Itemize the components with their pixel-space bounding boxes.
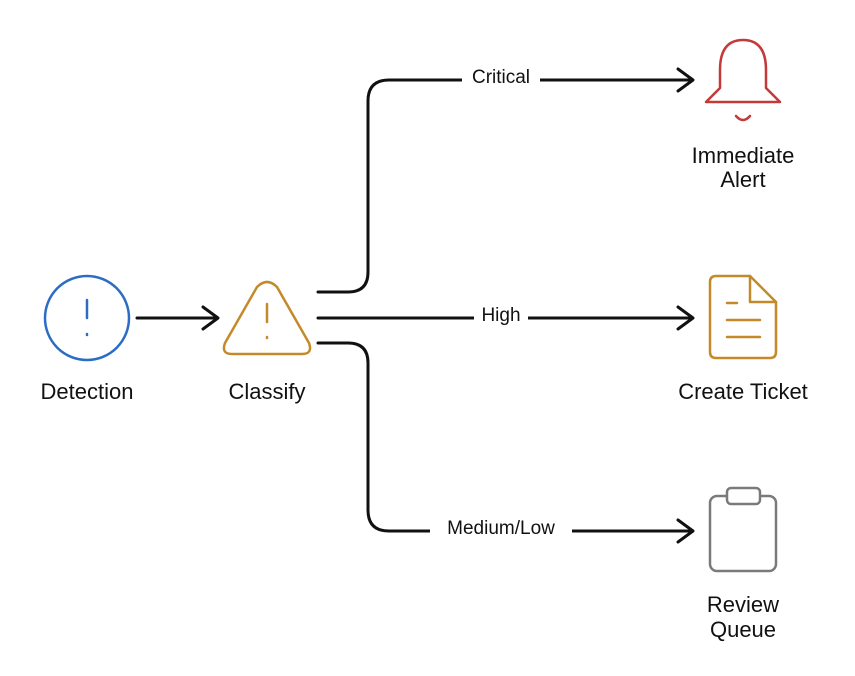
- edge-label-high: High: [481, 305, 520, 326]
- edge-high: High: [316, 302, 695, 331]
- review-queue-node: Review Queue: [707, 486, 779, 642]
- edge-detection-classify: [135, 305, 220, 331]
- detection-node: Detection: [41, 274, 134, 404]
- classify-label: Classify: [228, 379, 305, 404]
- immediate-alert-label-line2: Alert: [720, 167, 765, 192]
- classify-node: Classify: [222, 280, 312, 404]
- immediate-alert-node: Immediate Alert: [692, 38, 795, 192]
- detection-label: Detection: [41, 379, 134, 404]
- clipboard-icon: [708, 486, 778, 573]
- document-icon: [708, 274, 778, 360]
- edge-label-medium-low: Medium/Low: [447, 518, 555, 539]
- warning-triangle-icon: [222, 280, 312, 356]
- alert-circle-icon: [43, 274, 131, 362]
- review-queue-label-line2: Queue: [710, 617, 776, 642]
- immediate-alert-label-line1: Immediate: [692, 143, 795, 168]
- create-ticket-node: Create Ticket: [678, 274, 808, 404]
- create-ticket-label: Create Ticket: [678, 379, 808, 404]
- edge-medium-low: Medium/Low: [316, 341, 695, 544]
- review-queue-label-line1: Review: [707, 592, 779, 617]
- edge-critical: Critical: [316, 64, 695, 294]
- edge-label-critical: Critical: [472, 67, 530, 88]
- bell-icon: [704, 38, 782, 122]
